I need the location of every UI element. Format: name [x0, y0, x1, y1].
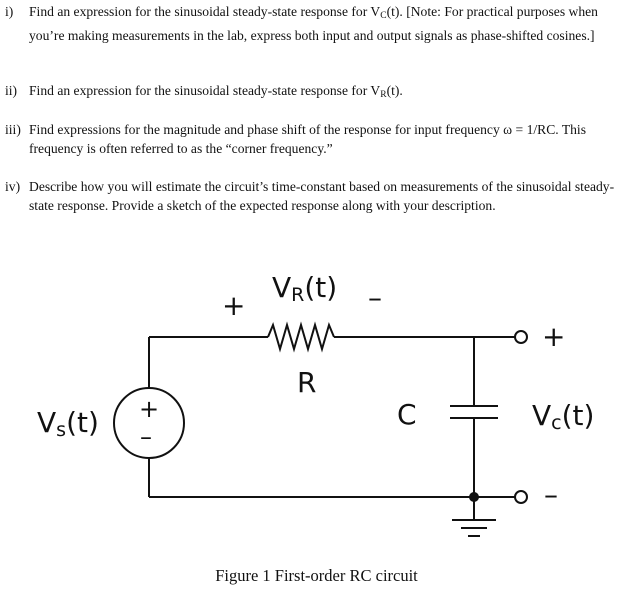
source-plus-sign: + — [139, 395, 159, 423]
question-number: ii) — [5, 83, 18, 98]
question-ii: ii) Find an expression for the sinusoida… — [5, 81, 627, 105]
source-minus-sign: – — [140, 423, 152, 451]
subscript: R — [380, 90, 387, 100]
resistor-label: R — [297, 366, 316, 399]
question-iii: iii) Find expressions for the magnitude … — [5, 120, 627, 158]
vs-label: Vs(t) — [37, 406, 99, 441]
question-iv: iv) Describe how you will estimate the c… — [5, 177, 627, 215]
question-text: Find expressions for the magnitude and p… — [29, 122, 586, 156]
output-terminal-bottom — [514, 490, 528, 504]
capacitor-label: C — [397, 398, 417, 431]
question-i: i) Find an expression for the sinusoidal… — [5, 2, 627, 45]
vr-label: VR(t) — [272, 271, 337, 306]
output-plus-sign: + — [542, 320, 565, 353]
question-text-part: (t). — [386, 83, 403, 98]
question-number: iv) — [5, 179, 21, 194]
resistor-symbol — [267, 321, 335, 353]
question-number: iii) — [5, 122, 21, 137]
question-text: Find an expression for the sinusoidal st… — [29, 2, 627, 45]
output-terminal-top — [514, 330, 528, 344]
figure-caption: Figure 1 First-order RC circuit — [215, 566, 418, 585]
subscript: C — [380, 11, 387, 21]
question-text-part: Find an expression for the sinusoidal st… — [29, 4, 381, 19]
vc-label: Vc(t) — [532, 399, 594, 434]
question-text: Describe how you will estimate the circu… — [29, 179, 615, 213]
question-text: Find an expression for the sinusoidal st… — [29, 81, 627, 105]
question-text-part: Find an expression for the sinusoidal st… — [29, 83, 381, 98]
junction-dot — [469, 492, 479, 502]
voltage-source-symbol — [113, 387, 185, 459]
vr-minus-sign: – — [368, 281, 382, 314]
output-minus-sign: – — [544, 478, 558, 511]
question-number: i) — [5, 4, 14, 19]
vr-plus-sign: + — [222, 289, 245, 322]
question-text-part: (t). [Note: For practical purposes when … — [29, 4, 598, 43]
